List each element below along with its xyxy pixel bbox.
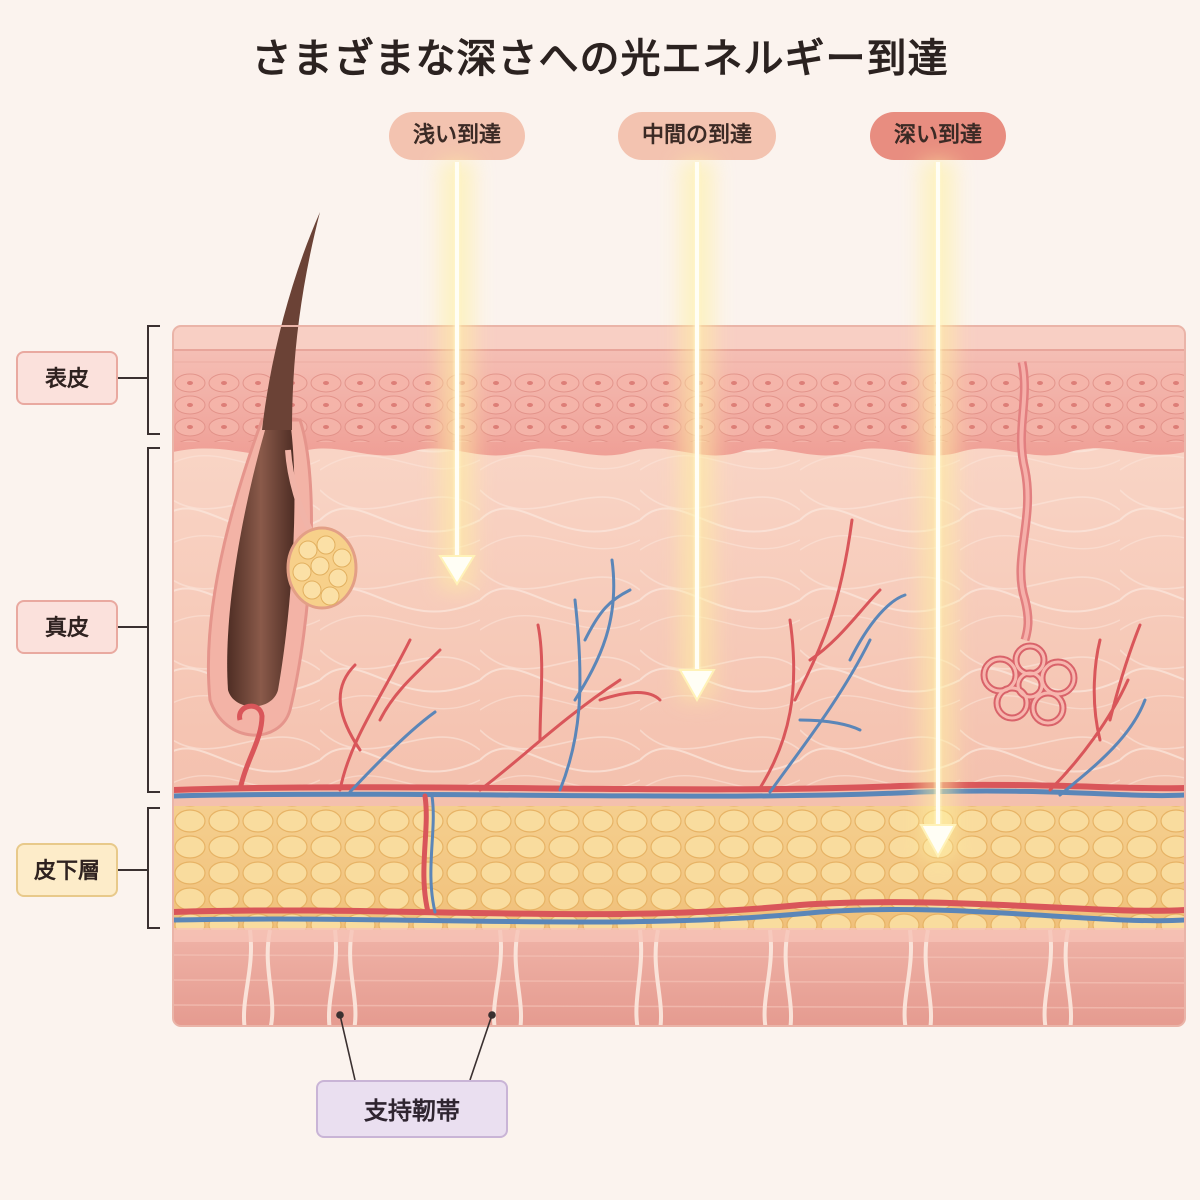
deep-vein xyxy=(173,906,1185,925)
medium-depth-badge: 中間の到達 xyxy=(617,112,777,160)
dermis-bracket xyxy=(147,447,160,793)
dermal-artery xyxy=(173,781,1185,793)
subcutaneous-label: 皮下層 xyxy=(16,843,118,897)
skin-block-outline xyxy=(172,325,1186,1027)
epidermis-label: 表皮 xyxy=(16,351,118,405)
blood-vessels xyxy=(173,518,1185,925)
light-beams xyxy=(438,160,957,860)
sweat-gland xyxy=(980,361,1078,727)
layer-brackets xyxy=(118,325,160,929)
shallow-depth-badge: 浅い到達 xyxy=(388,112,526,160)
subcutis-bracket xyxy=(147,807,160,929)
medium-light-beam xyxy=(678,160,716,703)
hair-follicle xyxy=(206,418,358,791)
ligament-pointers xyxy=(336,1011,496,1081)
deep-artery xyxy=(173,899,1185,918)
shallow-light-beam xyxy=(438,160,476,590)
muscle-layer xyxy=(173,930,1185,1026)
deep-depth-badge: 深い到達 xyxy=(869,112,1007,160)
dermis-label: 真皮 xyxy=(16,600,118,654)
hair-shaft xyxy=(262,212,320,430)
deep-light-beam xyxy=(919,160,957,860)
sebaceous-gland xyxy=(285,449,358,610)
support-ligament-label: 支持靭帯 xyxy=(316,1080,508,1138)
support-ligaments xyxy=(242,929,1074,1026)
dermal-vein xyxy=(173,788,1185,799)
page-title: さまざまな深さへの光エネルギー到達 xyxy=(251,36,949,82)
epidermis-bracket xyxy=(147,325,160,435)
